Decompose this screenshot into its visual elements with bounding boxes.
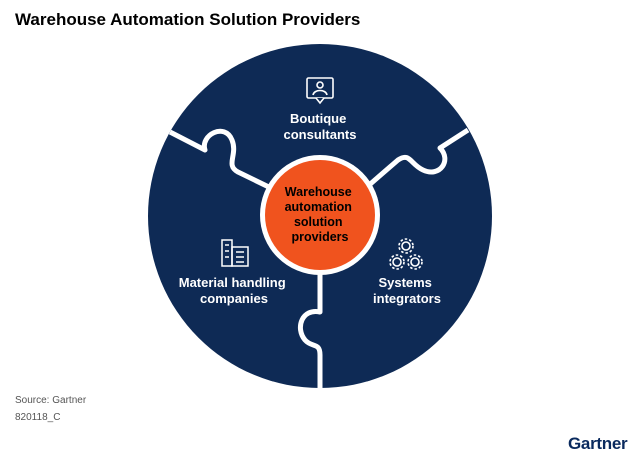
- building-icon: [221, 239, 249, 267]
- gears-icon: [389, 238, 423, 270]
- segment-label-material-handling: Material handling companies: [179, 275, 290, 306]
- center-line: providers: [292, 230, 349, 244]
- divider-top-right: [366, 127, 470, 188]
- segment-line: integrators: [373, 291, 441, 306]
- segment-line: consultants: [284, 127, 357, 142]
- segment-label-consultants: Boutique consultants: [284, 111, 357, 142]
- divider-top-left: [168, 128, 277, 193]
- source-note: Source: Gartner: [15, 395, 87, 406]
- gartner-logo: Gartner: [568, 434, 628, 453]
- segment-line: companies: [200, 291, 268, 306]
- center-line: solution: [294, 215, 343, 229]
- page-title: Warehouse Automation Solution Providers: [15, 10, 361, 29]
- segment-line: Material handling: [179, 275, 286, 290]
- segment-label-systems-integrators: Systems integrators: [373, 275, 441, 306]
- center-line: automation: [285, 200, 352, 214]
- center-line: Warehouse: [285, 185, 352, 199]
- center-label: Warehouse automation solution providers: [285, 185, 356, 244]
- segment-line: Boutique: [290, 111, 346, 126]
- consultant-icon: [306, 77, 334, 105]
- center-circle: [265, 160, 375, 270]
- figure-code: 820118_C: [15, 412, 61, 423]
- segment-line: Systems: [378, 275, 431, 290]
- divider-bottom: [298, 265, 323, 388]
